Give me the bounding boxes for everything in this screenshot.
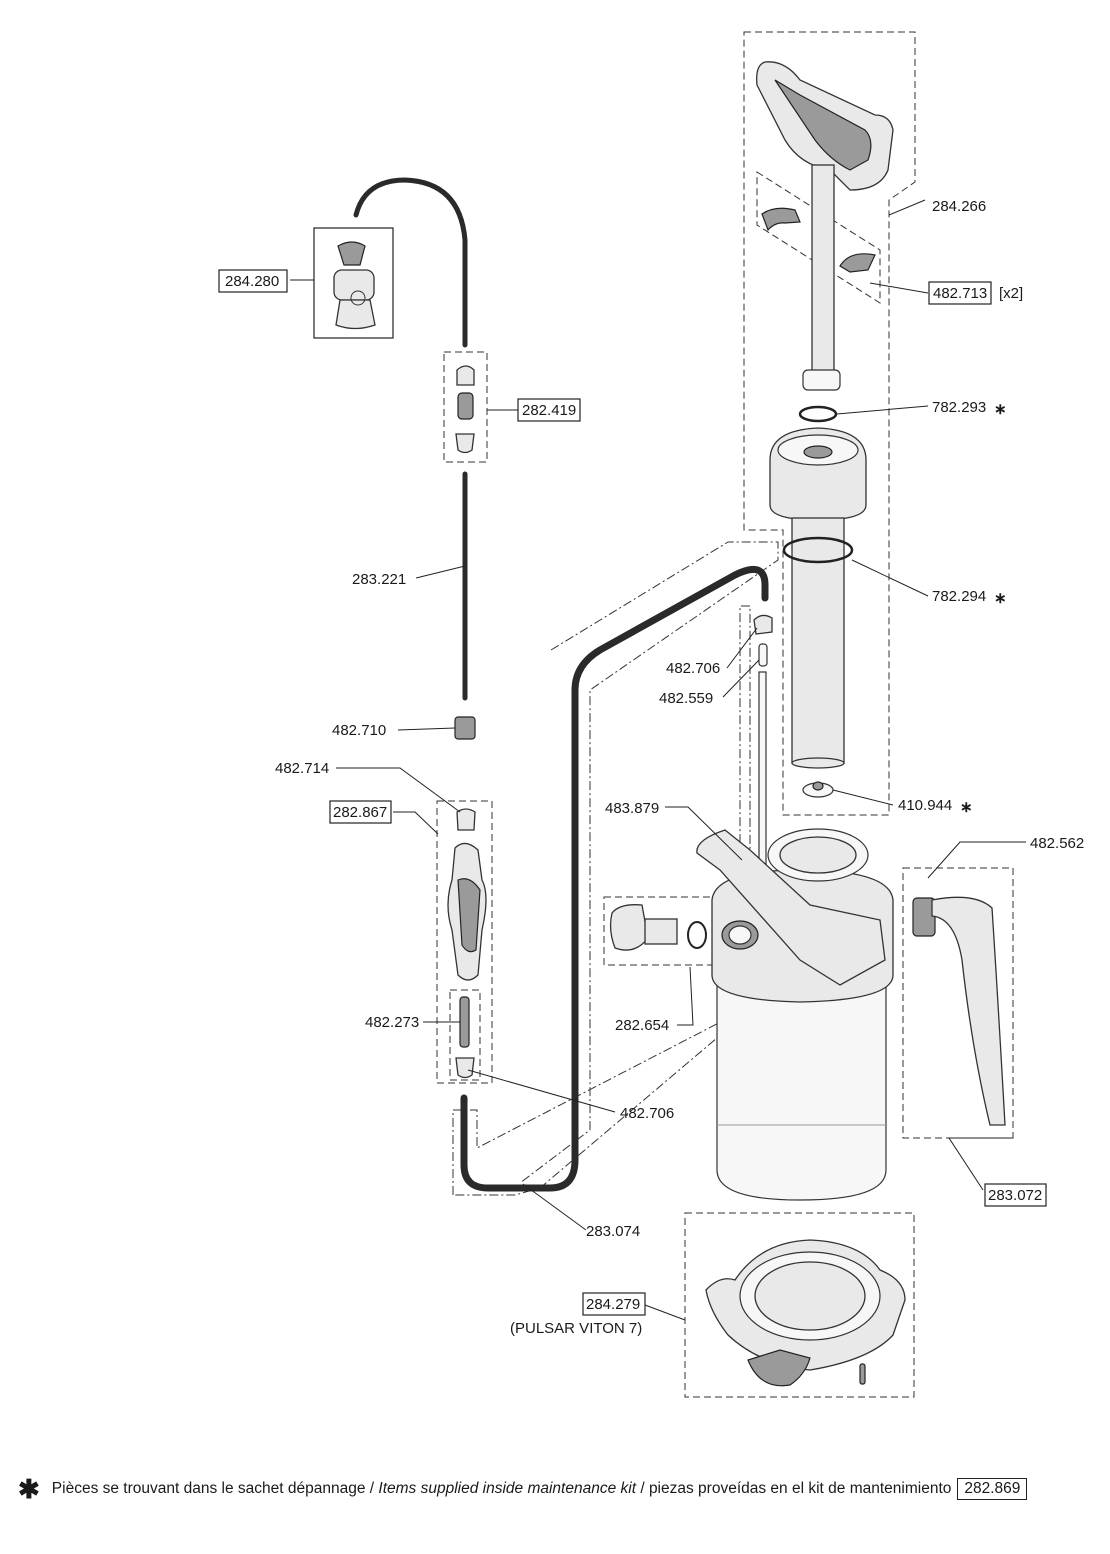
label-quantity-x2: [x2] [999,285,1023,302]
label-box-282-867 [329,800,392,824]
label-482-562: 482.562 [1030,835,1084,852]
label-782-294: 782.294 [932,588,986,605]
label-410-944: 410.944 [898,797,952,814]
base-group-outline [684,1212,915,1398]
spring-482-273 [459,996,470,1048]
label-284-266: 284.266 [932,198,986,215]
exploded-parts-diagram: 284.266 482.713 [x2] 782.293 ∗ 782.294 ∗… [218,31,1084,1398]
label-482-710: 482.710 [332,722,386,739]
handle-group-outline [436,800,493,1084]
label-282-867: 282.867 [333,804,387,821]
clip-group-outline [756,171,881,304]
label-482-706-upper: 482.706 [666,660,720,677]
label-box-282-419 [517,398,581,422]
nut-bottom [455,433,475,454]
o-ring-782-294 [782,536,854,564]
base-screw [859,1363,866,1385]
maintenance-kit-footnote: ✱ Pièces se trouvant dans le sachet dépa… [18,1474,1098,1504]
label-283-074: 283.074 [586,1223,640,1240]
base-284-279 [705,1239,906,1387]
strap-283-072 [912,896,1006,1126]
fitting-482-559 [758,643,768,667]
label-284-280: 284.280 [225,273,279,290]
label-482-273: 482.273 [365,1014,419,1031]
cap-282-654 [609,904,707,951]
label-482-713: 482.713 [933,285,987,302]
label-483-879: 483.879 [605,800,659,817]
pump-handle [756,61,894,391]
label-box-283-072 [984,1183,1047,1207]
footnote-star-icon: ✱ [18,1474,40,1504]
valve-410-944 [802,781,834,798]
nut-482-714 [456,808,476,831]
label-box-284-280 [218,269,288,293]
nozzle-284-280 [333,241,376,330]
footnote-french: Pièces se trouvant dans le sachet dépann… [51,1480,375,1497]
label-482-559: 482.559 [659,690,713,707]
label-box-482-713 [928,281,992,305]
label-box-284-279 [582,1292,646,1316]
label-482-714: 482.714 [275,760,329,777]
nut-482-706-upper [753,614,773,635]
long-hose-outline-2 [519,541,779,1184]
maintenance-kit-code: 282.869 [957,1478,1028,1500]
clip-left [761,207,801,232]
dip-tube [758,671,767,868]
threaded-connector [457,392,474,420]
footnote-spanish: / piezas proveídas en el kit de mantenim… [640,1480,952,1497]
hose-283-074 [460,565,769,1192]
leader-lines [290,199,1026,1321]
trigger-lever [457,878,481,953]
label-282-419: 282.419 [522,402,576,419]
kit-star-410-944: ∗ [960,799,973,816]
tank-body [696,828,894,1201]
label-782-293: 782.293 [932,399,986,416]
clip-right [839,253,876,273]
clip-482-710 [454,716,476,740]
footnote-english: Items supplied inside maintenance kit [378,1480,637,1497]
nut-top [456,365,475,386]
label-282-654: 282.654 [615,1017,669,1034]
label-pulsar-viton-7: (PULSAR VITON 7) [510,1320,642,1337]
kit-star-782-294: ∗ [994,590,1007,607]
nut-482-706-lower [455,1057,475,1079]
spring-group-outline [449,989,481,1081]
o-ring-782-293 [798,405,838,423]
label-284-279: 284.279 [586,1296,640,1313]
kit-star-782-293: ∗ [994,401,1007,418]
label-482-706-lower: 482.706 [620,1105,674,1122]
label-283-072: 283.072 [988,1187,1042,1204]
pump-assembly-outline [743,31,916,816]
curved-lance-tube [353,177,468,348]
label-283-221: 283.221 [352,571,406,588]
pump-cylinder [769,427,867,769]
cap-o-ring [687,921,707,949]
